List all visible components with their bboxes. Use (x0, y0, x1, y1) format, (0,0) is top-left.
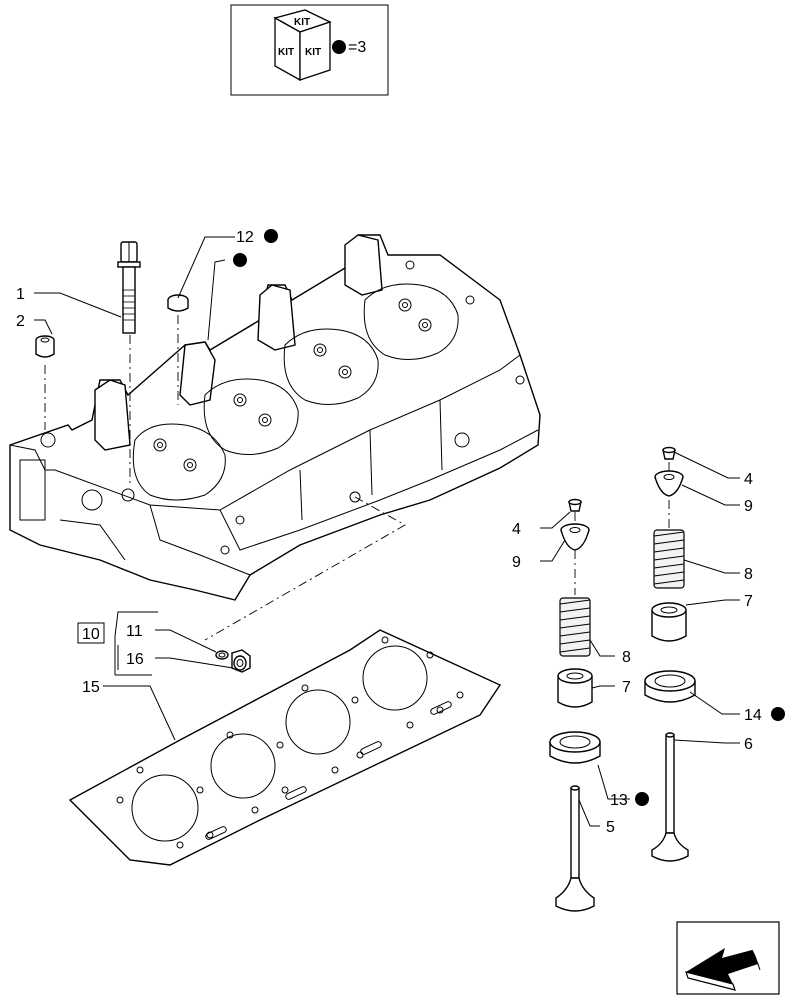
kit-marker-icon (332, 40, 346, 54)
callout-12: 12 (236, 229, 254, 246)
callout-8-left: 8 (622, 649, 631, 666)
callout-2: 2 (16, 313, 25, 330)
leader-lines (34, 236, 740, 827)
callout-7-left: 7 (622, 679, 631, 696)
cylinder-head (9, 234, 541, 601)
dowel-bushing (35, 335, 55, 358)
valve-spring-b (653, 529, 685, 589)
callout-4-left: 4 (512, 521, 521, 538)
valve-bores (153, 298, 432, 472)
callout-11: 11 (126, 623, 143, 640)
callout-5: 5 (606, 819, 615, 836)
callout-labels: 1 2 12 10 11 16 15 4 9 8 7 13 5 4 9 8 7 … (16, 229, 785, 836)
callout-16: 16 (126, 651, 144, 668)
kit-equals-text: =3 (348, 39, 366, 56)
callout-10-box (77, 622, 105, 644)
valve-spring-a (559, 597, 591, 657)
callout-4-right: 4 (744, 471, 753, 488)
callout-14-kit-marker-icon (771, 707, 785, 721)
callout-9-left: 9 (512, 554, 521, 571)
o-ring-and-plug (215, 649, 251, 673)
kit-marker-icon (233, 253, 247, 267)
head-gasket (68, 629, 502, 866)
callout-10: 10 (82, 626, 100, 643)
callout-13-kit-marker-icon (635, 792, 649, 806)
callout-15: 15 (82, 679, 100, 696)
valve-stack-exhaust (644, 446, 696, 862)
callout-6: 6 (744, 736, 753, 753)
kit-word-right: KIT (305, 47, 321, 58)
callout-9-right: 9 (744, 498, 753, 515)
next-page-arrow-icon[interactable] (676, 921, 780, 995)
callout-7-right: 7 (744, 593, 753, 610)
callout-13: 13 (610, 792, 628, 809)
cap-plug (167, 294, 189, 312)
kit-legend: KIT KIT KIT =3 (230, 4, 389, 96)
callout-14: 14 (744, 707, 762, 724)
callout-1: 1 (16, 286, 25, 303)
head-bolt (117, 241, 141, 334)
kit-word-left: KIT (278, 47, 294, 58)
valve-stack-intake (549, 498, 601, 912)
callout-8-right: 8 (744, 566, 753, 583)
kit-word-top: KIT (294, 17, 310, 28)
callout-12-kit-marker-icon (264, 229, 278, 243)
kit-cube-icon: KIT KIT KIT (273, 9, 332, 82)
gasket-bolt-holes (116, 636, 464, 849)
